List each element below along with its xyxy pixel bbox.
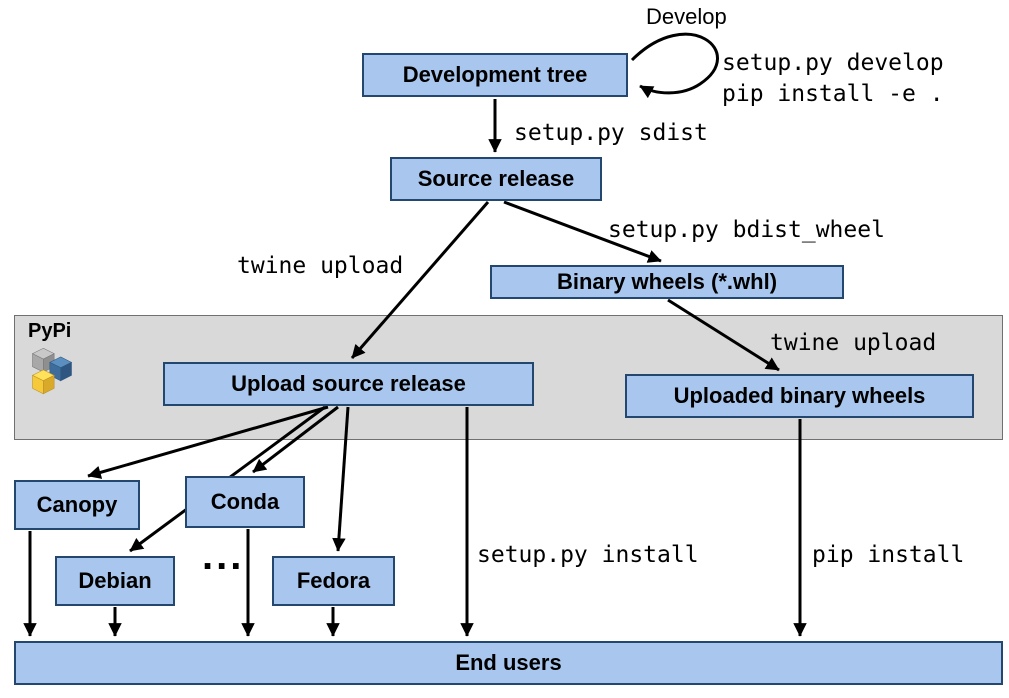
label-ellipsis: ...	[202, 534, 245, 578]
node-binary-wheels: Binary wheels (*.whl)	[490, 265, 844, 299]
label-setup-sdist: setup.py sdist	[514, 120, 708, 146]
edge-develop-loop	[630, 32, 719, 99]
label-setup-install: setup.py install	[477, 542, 699, 568]
edge-source-to-binwheels	[503, 200, 662, 263]
label-pip-install-e: pip install -e .	[722, 81, 944, 107]
label-twine-upload-right: twine upload	[770, 330, 937, 356]
label-setup-develop: setup.py develop	[722, 50, 944, 76]
node-end-users: End users	[14, 641, 1003, 685]
node-fedora: Fedora	[272, 556, 395, 606]
label-twine-upload-left: twine upload	[237, 253, 404, 279]
node-source-release: Source release	[390, 157, 602, 201]
pypi-logo-icon	[31, 347, 73, 395]
edge-uploadsrc-to-fedora	[332, 406, 350, 552]
node-upload-source-release: Upload source release	[163, 362, 534, 406]
node-development-tree: Development tree	[362, 53, 628, 97]
edge-uploadsrc-to-canopy	[87, 405, 329, 479]
node-conda: Conda	[185, 476, 305, 528]
node-uploaded-binary-wheels: Uploaded binary wheels	[625, 374, 974, 418]
node-debian: Debian	[55, 556, 175, 606]
label-develop: Develop	[646, 4, 727, 29]
node-canopy: Canopy	[14, 480, 140, 530]
label-pip-install: pip install	[812, 542, 965, 568]
edge-uploadsrc-to-conda	[252, 405, 339, 474]
edge-source-to-uploadsrc	[350, 201, 490, 359]
label-bdist-wheel: setup.py bdist_wheel	[608, 217, 885, 243]
edge-binwheels-to-uploadedwheels	[667, 298, 780, 372]
pypi-region-label: PyPi	[28, 320, 72, 342]
